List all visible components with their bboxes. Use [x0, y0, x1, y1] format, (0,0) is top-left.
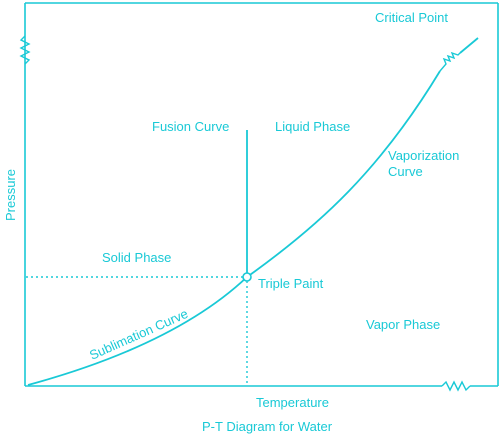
- vaporization-curve-label-line2: Curve: [388, 164, 423, 179]
- pressure-axis-break-icon: [19, 35, 31, 65]
- liquid-phase-label: Liquid Phase: [275, 119, 350, 134]
- solid-phase-label: Solid Phase: [102, 250, 171, 265]
- critical-point-label: Critical Point: [375, 10, 448, 25]
- vaporization-curve-label-line1: Vaporization: [388, 148, 459, 163]
- plot-frame: [24, 2, 499, 387]
- pressure-axis-label: Pressure: [3, 169, 18, 221]
- vapor-phase-label: Vapor Phase: [366, 317, 440, 332]
- triple-point-marker: [242, 272, 252, 282]
- vaporization-curve-break-icon: [439, 51, 461, 72]
- triple-point-label: Triple Paint: [258, 276, 324, 291]
- temperature-axis-label: Temperature: [256, 395, 329, 410]
- temperature-axis-break-icon: [441, 380, 471, 392]
- sublimation-curve-label: Sublimation Curve: [87, 306, 190, 363]
- sublimation-curve-line: [27, 276, 248, 386]
- vaporization-curve-line: [246, 70, 441, 278]
- vaporization-curve-upper-line: [459, 37, 479, 54]
- diagram-caption: P-T Diagram for Water: [202, 419, 333, 434]
- fusion-curve-label: Fusion Curve: [152, 119, 229, 134]
